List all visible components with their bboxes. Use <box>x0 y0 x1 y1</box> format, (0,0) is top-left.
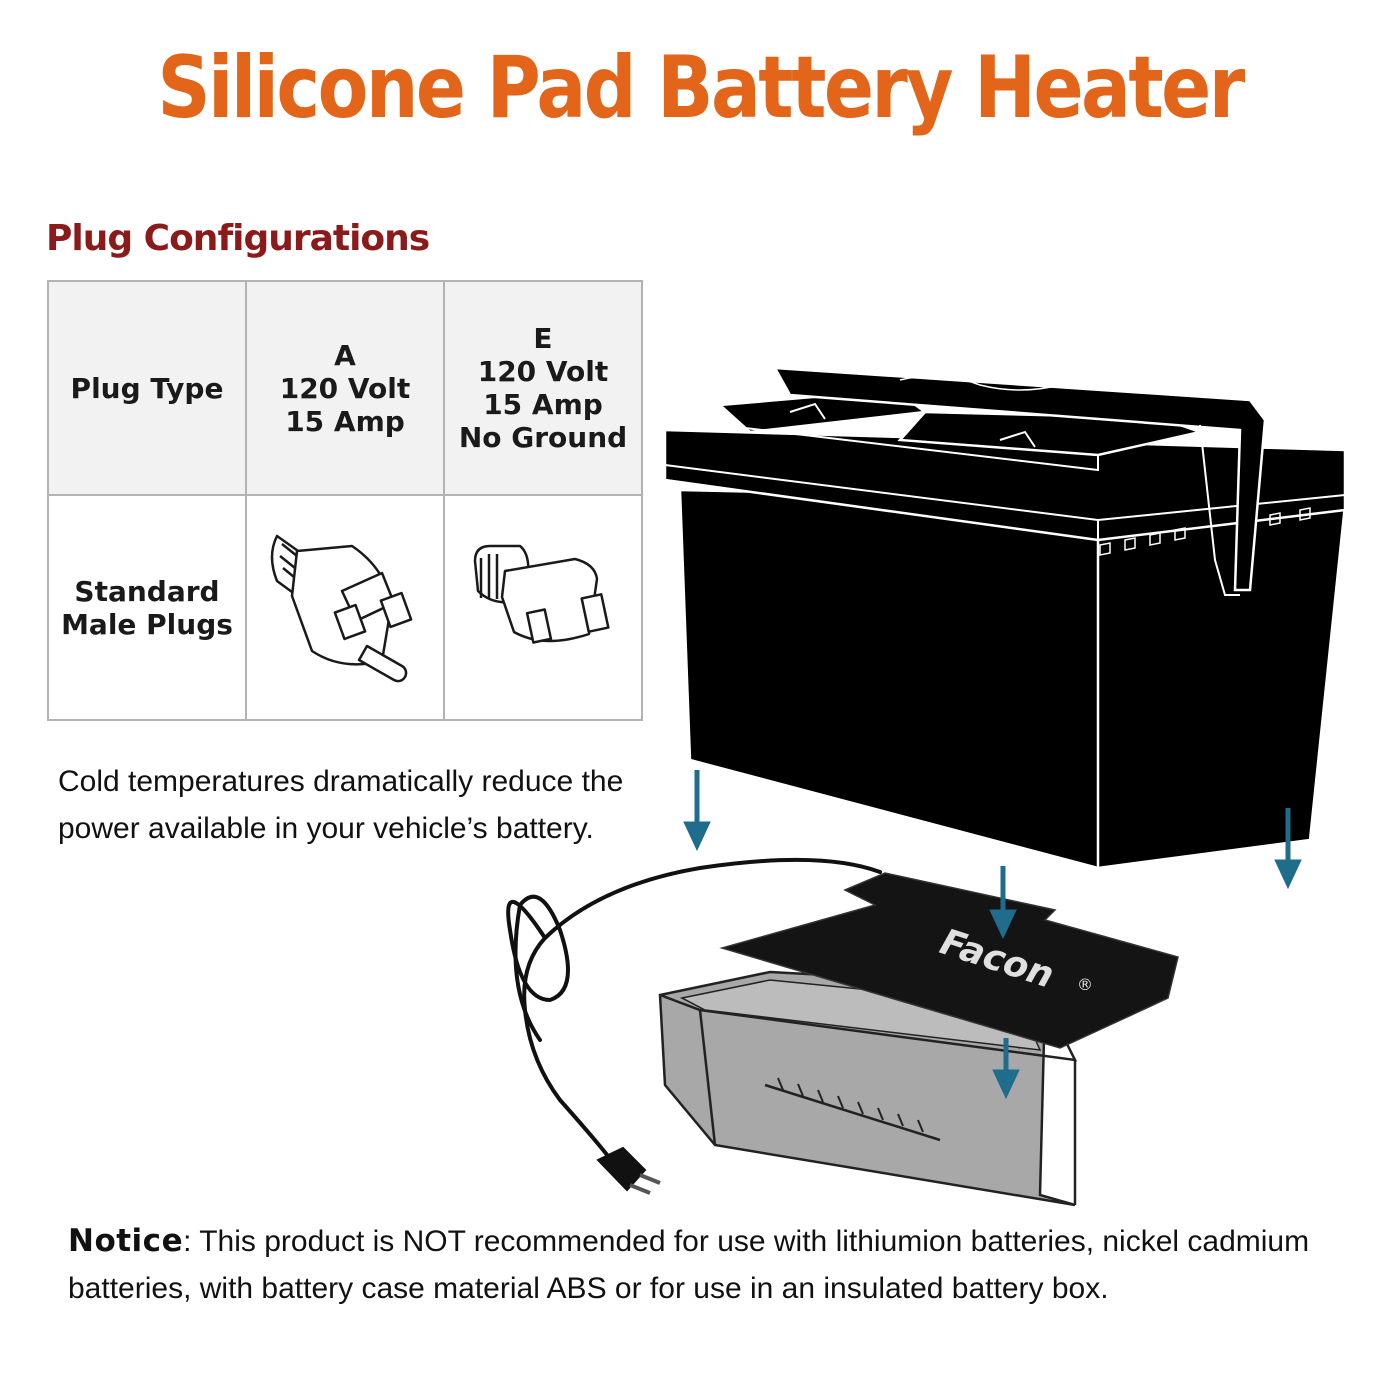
two-prong-plug-icon <box>473 544 610 644</box>
plug-e-amp: 15 Amp <box>483 388 603 421</box>
power-cord <box>506 857 882 1167</box>
plug-type-label-cell: Plug Type <box>47 280 247 496</box>
page-title: Silicone Pad Battery Heater <box>157 38 1245 138</box>
plug-e-spec-cell: E 120 Volt 15 Amp No Ground <box>443 280 643 496</box>
plug-a-volt: 120 Volt <box>279 371 411 405</box>
notice-text: Notice: This product is NOT recommended … <box>68 1218 1338 1312</box>
arrow-left-icon <box>683 770 711 852</box>
arrow-right-icon <box>1274 808 1302 890</box>
arrow-pad-bottom-icon <box>992 1038 1020 1100</box>
plug-a-letter: A <box>334 338 356 372</box>
plug-a-amp: 15 Amp <box>285 404 405 438</box>
notice-label: Notice <box>68 1223 184 1259</box>
plug-e-image-cell <box>443 494 643 721</box>
plug-config-heading: Plug Configurations <box>46 218 430 259</box>
plug-image-row: Standard Male Plugs <box>47 494 643 721</box>
plug-e-ground: No Ground <box>458 421 628 454</box>
pad-registered-mark: ® <box>1077 975 1093 994</box>
plug-e-volt: 120 Volt <box>477 355 609 388</box>
lead-text: Cold temperatures dramatically reduce th… <box>58 765 624 845</box>
plug-a-spec-cell: A 120 Volt 15 Amp <box>245 280 445 496</box>
plug-e-letter: E <box>533 322 553 355</box>
plug-image-label-cell: Standard Male Plugs <box>47 494 247 721</box>
down-arrows <box>683 770 1302 1100</box>
notice-body: : This product is NOT recommended for us… <box>68 1225 1310 1305</box>
heater-pad: Facon ® <box>719 872 1179 1049</box>
standard-label: Standard <box>74 574 220 608</box>
plug-type-label: Plug Type <box>70 371 224 405</box>
plug-config-table: Plug Type A 120 Volt 15 Amp E 120 Volt 1… <box>47 280 643 721</box>
battery-icon <box>663 366 1347 870</box>
male-plugs-label: Male Plugs <box>61 607 233 641</box>
three-prong-plug-icon <box>270 534 413 683</box>
plug-type-row: Plug Type A 120 Volt 15 Amp E 120 Volt 1… <box>47 280 643 496</box>
arrow-pad-top-icon <box>989 866 1017 940</box>
cord-plug-icon <box>596 1146 661 1195</box>
plug-a-image-cell <box>245 494 445 721</box>
